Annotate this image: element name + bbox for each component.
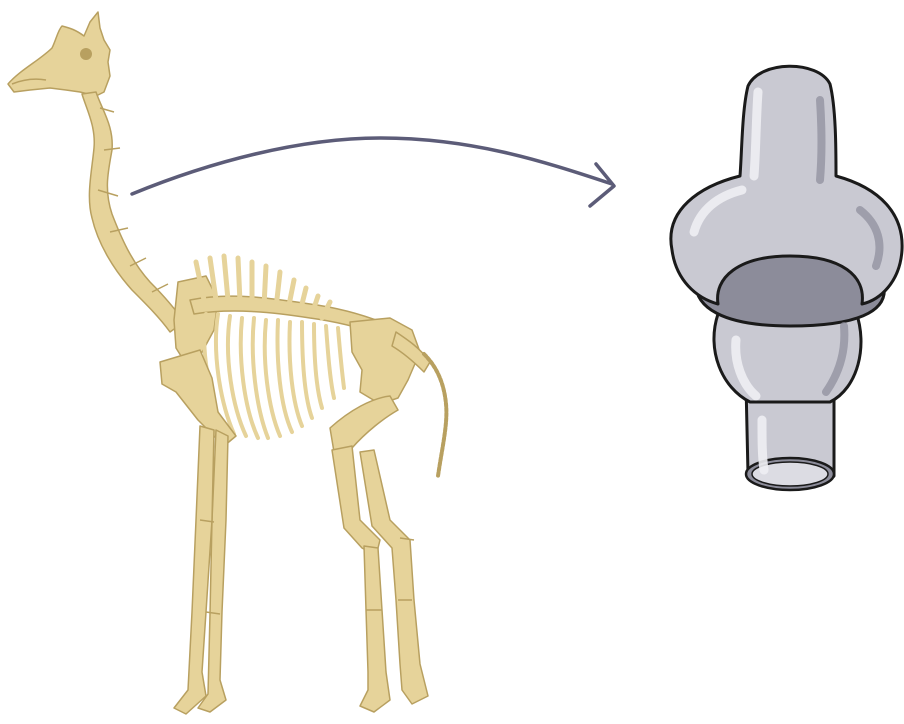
pivot-joint-icon [671, 66, 902, 490]
pelvis [350, 318, 430, 404]
hind-legs [330, 396, 428, 712]
skull [8, 12, 110, 96]
tail [424, 354, 446, 476]
giraffe-skeleton-icon [8, 12, 446, 714]
rib-cage [204, 314, 344, 438]
curved-arrow-icon [132, 138, 614, 206]
neck-vertebrae [82, 92, 184, 332]
